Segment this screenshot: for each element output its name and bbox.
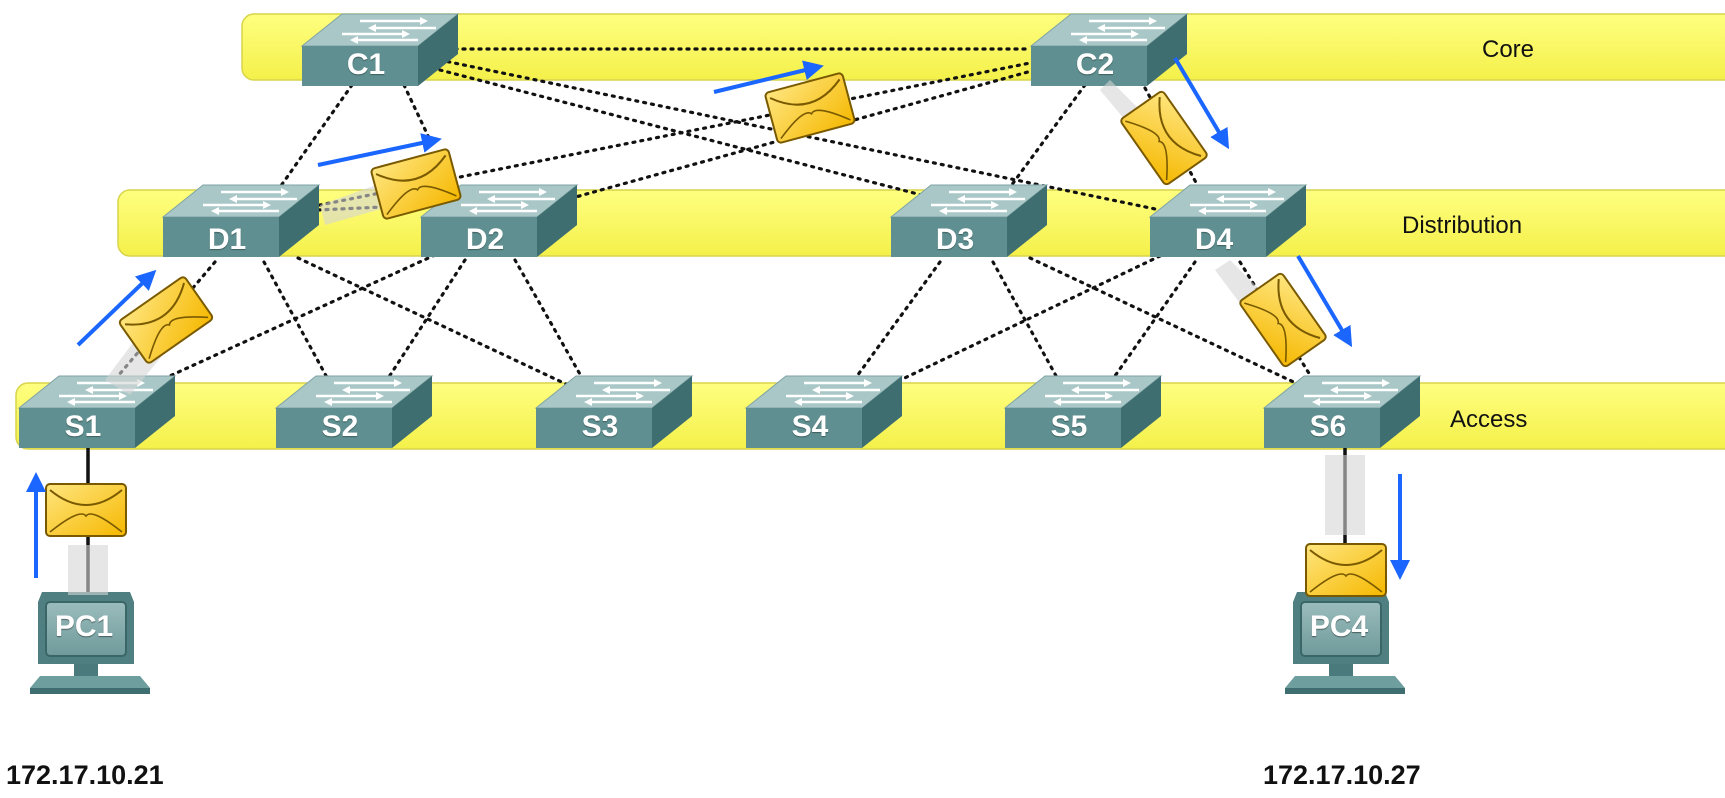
layer2-switch-icon [889, 184, 1049, 257]
flow-arrows [26, 56, 1410, 580]
switch-c2 [1029, 13, 1189, 86]
switch-s1 [17, 375, 177, 448]
link-d4-s5 [1108, 260, 1197, 385]
pc4-ip-address: 172.17.10.27 [1263, 760, 1421, 790]
packets [45, 72, 1387, 597]
motion-trail [1325, 455, 1365, 535]
switch-s2 [274, 375, 434, 448]
envelope-icon [370, 148, 462, 220]
layer2-switch-icon [419, 184, 579, 257]
envelope-icon [1305, 543, 1387, 597]
pc1-name: PC1 [54, 610, 114, 643]
link-d3-s5 [991, 260, 1062, 385]
motion-trail [1100, 80, 1140, 120]
core-band [241, 13, 1725, 81]
link-c2-d3 [1006, 83, 1087, 192]
link-d4-s4 [888, 254, 1162, 387]
switch-label-c1: C1 [346, 48, 386, 81]
pc4 [1285, 592, 1405, 694]
layer2-switch-icon [744, 375, 904, 448]
switch-label-s5: S5 [1050, 410, 1088, 443]
switch-label-d4: D4 [1194, 223, 1234, 256]
switch-label-d1: D1 [207, 223, 247, 256]
arrow-icon [76, 269, 157, 347]
layer2-switch-icon [300, 13, 460, 86]
switch-d3 [889, 184, 1049, 257]
switch-s5 [1003, 375, 1163, 448]
switches [17, 13, 1422, 448]
motion-trail [68, 545, 108, 595]
switch-s4 [744, 375, 904, 448]
switch-label-s4: S4 [791, 410, 829, 443]
switch-label-s1: S1 [64, 410, 102, 443]
layer2-switch-icon [17, 375, 177, 448]
switch-d2 [419, 184, 579, 257]
layer2-switch-icon [534, 375, 694, 448]
desktop-computer-icon [30, 592, 150, 694]
envelope-icon [118, 276, 214, 364]
envelope-icon [1120, 90, 1208, 186]
host-links [86, 445, 1347, 600]
layer2-switch-icon [1262, 375, 1422, 448]
switch-d1 [161, 184, 321, 257]
layer2-switch-icon [161, 184, 321, 257]
switch-label-s3: S3 [581, 410, 619, 443]
link-d3-s6 [1028, 256, 1302, 387]
link-c1-d1 [276, 83, 354, 192]
switch-label-c2: C2 [1075, 48, 1115, 81]
envelope-icon [764, 72, 856, 144]
switch-label-s2: S2 [321, 410, 359, 443]
arrow-icon [1296, 254, 1353, 348]
switch-s6 [1262, 375, 1422, 448]
core-layer-label: Core [1482, 36, 1535, 63]
layer2-switch-icon [1148, 184, 1308, 257]
link-c1-d3 [438, 68, 962, 207]
arrow-icon [713, 60, 824, 94]
switch-c1 [300, 13, 460, 86]
link-d2-s2 [383, 258, 467, 385]
distribution-layer-label: Distribution [1402, 212, 1523, 239]
arrow-icon [317, 133, 442, 167]
pc1 [30, 592, 150, 694]
link-c1-d2 [402, 83, 432, 142]
arrow-icon [1173, 56, 1230, 150]
switch-label-d2: D2 [465, 223, 505, 256]
pc1-ip-address: 172.17.10.21 [6, 760, 164, 790]
link-d1-s3 [296, 256, 570, 387]
link-d2-s3 [513, 258, 587, 385]
switch-d4 [1148, 184, 1308, 257]
layer2-switch-icon [1029, 13, 1189, 86]
envelope-icon [45, 483, 127, 537]
switch-label-s6: S6 [1309, 410, 1347, 443]
link-d1-s2 [262, 260, 332, 385]
envelope-icon [1239, 272, 1327, 368]
desktop-computer-icon [1285, 592, 1405, 694]
layer2-switch-icon [274, 375, 434, 448]
pc4-name: PC4 [1309, 610, 1369, 643]
layer2-switch-icon [1003, 375, 1163, 448]
switch-label-d3: D3 [935, 223, 975, 256]
access-layer-label: Access [1450, 406, 1528, 433]
switch-s3 [534, 375, 694, 448]
link-d3-s4 [850, 260, 942, 385]
